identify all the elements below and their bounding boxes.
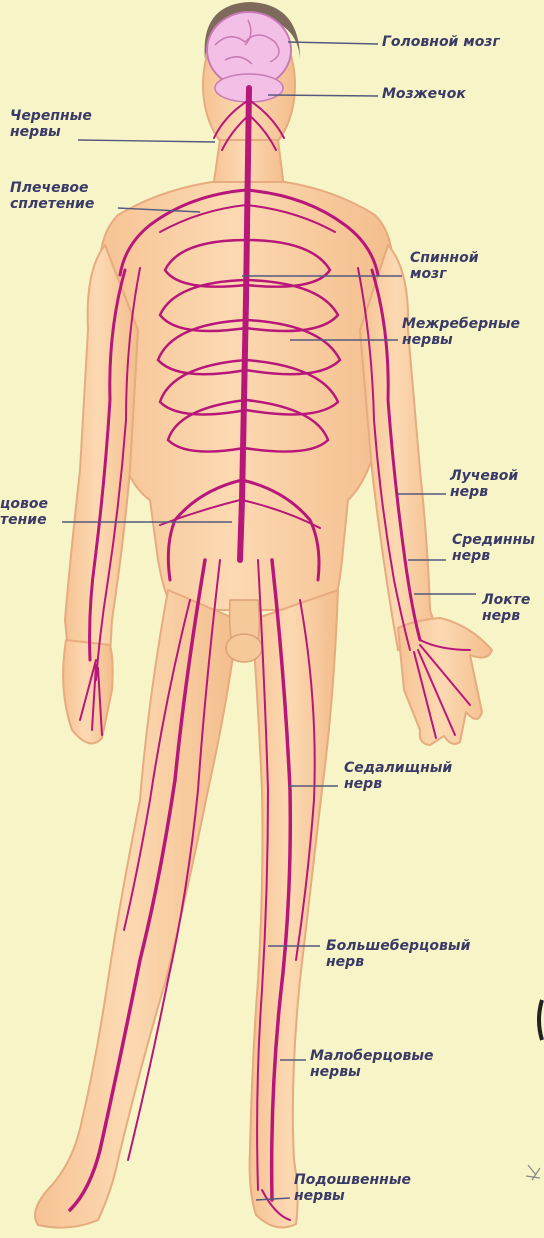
body-silhouette [35,13,492,1228]
label-intercostal-nerves: Межреберные нервы [402,316,520,348]
edge-fragment-dots [526,1165,540,1180]
edge-fragment [539,1000,542,1040]
pelvis-detail [226,600,262,662]
label-cerebellum: Мозжечок [382,86,466,102]
label-lumbar-plexus: цовое тение [0,496,48,528]
label-plantar-nerves: Подошвенные нервы [294,1172,411,1204]
label-sciatic-nerve: Седалищный нерв [344,760,452,792]
label-spinal-cord: Спинной мозг [410,250,479,282]
label-brain: Головной мозг [382,34,500,50]
label-radial-nerve: Лучевой нерв [450,468,518,500]
label-cranial-nerves: Черепные нервы [10,108,92,140]
label-median-nerve: Срединны нерв [452,532,535,564]
label-ulnar-nerve: Локте нерв [482,592,530,624]
label-tibial-nerve: Большеберцовый нерв [326,938,470,970]
label-peroneal-nerves: Малоберцовые нервы [310,1048,434,1080]
label-brachial-plexus: Плечевое сплетение [10,180,94,212]
